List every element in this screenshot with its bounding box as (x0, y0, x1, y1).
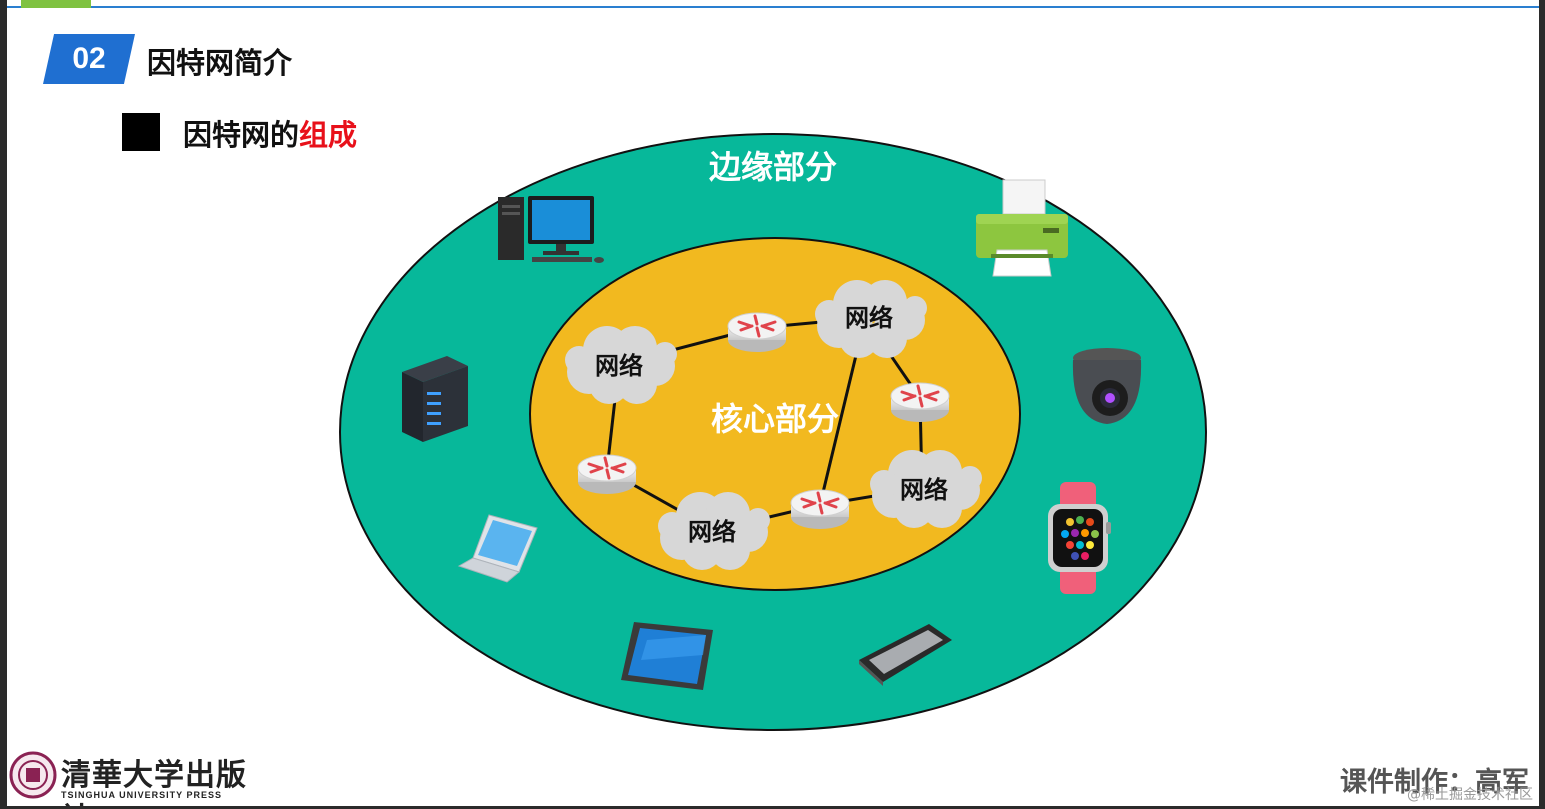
subtitle: 因特网的组成 (183, 112, 357, 154)
smartphone-icon (859, 624, 952, 686)
server-icon (402, 356, 468, 442)
network-cloud: 网络 (565, 326, 677, 404)
section-number: 02 (72, 42, 106, 75)
internet-composition-diagram: 网络 网络 网络 网络 边缘部分 核心部分 (339, 133, 1207, 731)
network-cloud: 网络 (815, 280, 927, 358)
router-icon (789, 488, 851, 531)
publisher-english-name: TSINGHUA UNIVERSITY PRESS (61, 790, 223, 800)
security-camera-icon (1072, 348, 1142, 424)
subtitle-prefix: 因特网的 (183, 118, 300, 152)
publisher-seal-icon (9, 751, 57, 799)
bullet-square (122, 113, 160, 151)
network-cloud-label: 网络 (595, 352, 643, 380)
router-icon (889, 381, 951, 424)
slide: 02 因特网简介 因特网的组成 (7, 0, 1539, 806)
publisher-name: 清華大学出版社 (61, 758, 247, 806)
network-cloud-label: 网络 (688, 518, 736, 546)
subtitle-highlight: 组成 (299, 118, 358, 152)
publisher-logo: 清華大学出版社 TSINGHUA UNIVERSITY PRESS (9, 748, 269, 806)
section-number-badge: 02 (43, 34, 135, 84)
core-zone-label: 核心部分 (711, 400, 839, 438)
network-cloud: 网络 (658, 492, 770, 570)
top-accent-tab (21, 0, 91, 8)
network-cloud-label: 网络 (900, 476, 948, 504)
smartwatch-icon (1048, 482, 1111, 594)
printer-icon (976, 179, 1068, 277)
edge-zone-label: 边缘部分 (709, 148, 837, 186)
router-icon (726, 311, 788, 354)
watermark: @稀土掘金技术社区 (1407, 787, 1533, 803)
tablet-icon (621, 622, 713, 690)
network-cloud-label: 网络 (845, 304, 893, 332)
section-title: 因特网简介 (147, 46, 293, 80)
laptop-icon (457, 514, 538, 583)
course-credit: 课件制作：高军 (1340, 767, 1529, 798)
desktop-computer-icon (498, 196, 604, 263)
router-icon (576, 453, 638, 496)
top-accent-bar (7, 6, 1539, 8)
network-cloud: 网络 (870, 450, 982, 528)
